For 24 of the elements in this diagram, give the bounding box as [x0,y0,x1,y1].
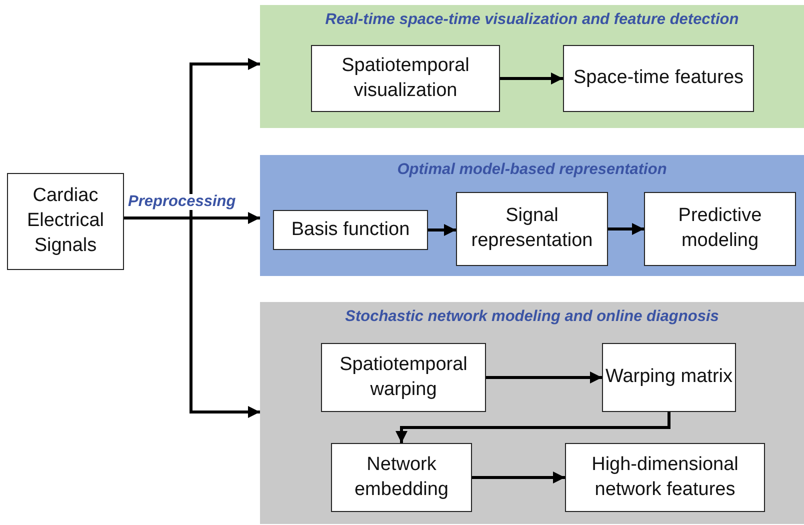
process-box: High-dimensional network features [565,443,765,512]
process-box: Network embedding [331,443,472,512]
arrow [396,412,670,443]
section-heading: Optimal model-based representation [396,161,668,179]
edge-label: Preprocessing [128,194,236,210]
process-box: Warping matrix [602,343,736,412]
section-heading: Real-time space-time visualization and feature detection [324,11,740,29]
arrow [608,223,644,235]
arrow [124,216,260,418]
arrow [428,224,456,236]
section-panel [260,5,804,128]
arrow [472,472,565,484]
process-box: Predictive modeling [644,192,796,266]
process-box: Signal representation [456,192,608,266]
arrow [486,372,602,384]
section-panel [260,302,804,524]
process-box: Space-time features [563,45,754,112]
section-panel [260,155,804,276]
source-box: Cardiac Electrical Signals [7,173,124,270]
section-heading: Stochastic network modeling and online diagnosis [344,308,720,326]
process-box: Spatiotemporal warping [321,343,486,412]
process-box: Spatiotemporal visualization [311,45,500,112]
arrow [500,72,563,84]
process-box: Basis function [273,210,428,250]
